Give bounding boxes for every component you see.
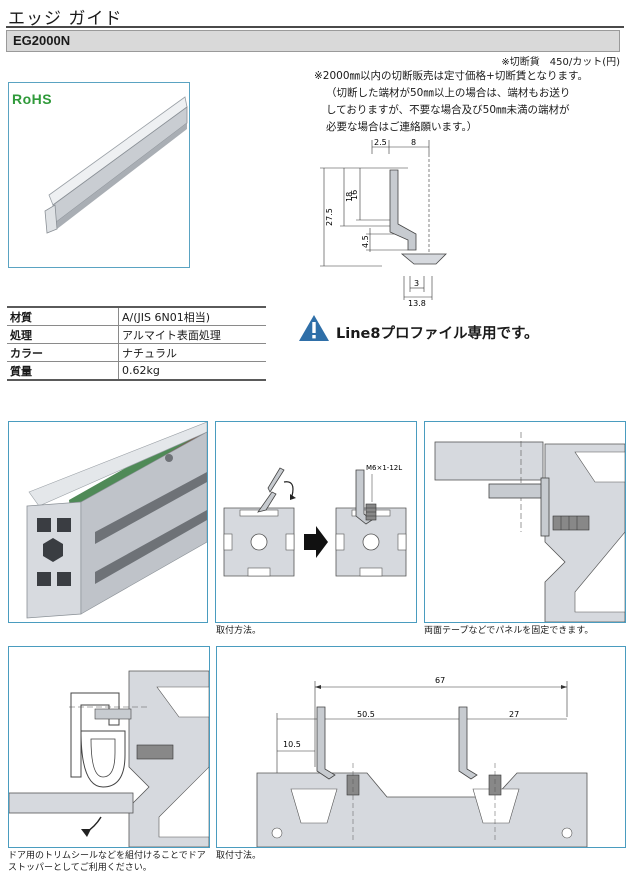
- dim-27-5: 27.5: [325, 208, 334, 226]
- spec-value: アルマイト表面処理: [118, 325, 266, 344]
- screw-label: M6×1-12L: [366, 464, 402, 472]
- title-rule: [6, 26, 624, 28]
- note-line-2: （切断した端材が50㎜以上の場合は、端材もお送り: [326, 87, 571, 99]
- caption-door: ドア用のトリムシールなどを組付けることでドアストッパーとしてご利用ください。: [8, 851, 206, 873]
- mounting-diagram: M6×1-12L: [223, 464, 407, 577]
- note-line-1: ※2000㎜以内の切断販売は定寸価格+切断賃となります。: [314, 70, 588, 82]
- spec-key: カラー: [7, 343, 119, 362]
- warning-icon: [299, 315, 329, 341]
- mounting-dimensions-panel: 67 50.5 27 10.5: [216, 646, 626, 848]
- mounting-method-panel: M6×1-12L: [215, 421, 417, 623]
- caption-tape: 両面テープなどでパネルを固定できます。: [424, 626, 594, 636]
- tape-panel: [424, 421, 626, 623]
- cutting-notes: ※2000㎜以内の切断販売は定寸価格+切断賃となります。 （切断した端材が50㎜…: [314, 68, 626, 136]
- door-stopper-diagram: [9, 670, 209, 847]
- profile-photo: [9, 422, 207, 622]
- dim-27: 27: [509, 710, 519, 719]
- product-photo: [8, 82, 190, 268]
- spec-row: カラーナチュラル: [7, 343, 266, 362]
- dim-3: 3: [414, 279, 419, 288]
- spec-value: A/(JIS 6N01相当): [118, 306, 266, 326]
- warning-text: Line8プロファイル専用です。: [336, 326, 539, 342]
- dimension-drawing: 2.5 8 18 16 27.5 4.5 3 13.8: [320, 138, 447, 308]
- spec-value: 0.62kg: [118, 361, 266, 381]
- spec-key: 質量: [7, 361, 119, 381]
- dim-16: 16: [350, 190, 359, 200]
- spec-key: 処理: [7, 325, 119, 344]
- spec-row: 処理アルマイト表面処理: [7, 325, 266, 344]
- spec-key: 材質: [7, 306, 119, 326]
- page-title: エッジ ガイド: [8, 9, 123, 29]
- profile-photo-panel: [8, 421, 208, 623]
- dim-4-5: 4.5: [361, 235, 370, 248]
- model-number: EG2000N: [13, 33, 71, 48]
- rohs-badge: RoHS: [12, 91, 53, 107]
- edge-guide-photo: [44, 96, 188, 234]
- dim-50-5: 50.5: [357, 710, 375, 719]
- cut-fee: ※切断貨 450/カット(円): [501, 57, 620, 68]
- caption-mount: 取付方法。: [216, 626, 262, 636]
- note-line-3: しておりますが、不要な場合及び50㎜未満の端材が: [326, 104, 570, 116]
- dim-10-5: 10.5: [283, 740, 301, 749]
- dim-13-8: 13.8: [408, 299, 426, 308]
- caption-dimensions: 取付寸法。: [216, 851, 262, 861]
- model-bar: EG2000N: [6, 30, 620, 52]
- dim-8: 8: [411, 138, 416, 147]
- spec-value: ナチュラル: [118, 343, 266, 362]
- dim-18: 18: [345, 192, 354, 202]
- door-stopper-panel: [8, 646, 210, 848]
- mounting-dimensions-diagram: 67 50.5 27 10.5: [256, 676, 588, 847]
- tape-diagram: [434, 432, 625, 622]
- dim-67: 67: [435, 676, 445, 685]
- note-line-4: 必要な場合はご連絡願います。）: [326, 121, 478, 133]
- dim-2-5: 2.5: [374, 138, 387, 147]
